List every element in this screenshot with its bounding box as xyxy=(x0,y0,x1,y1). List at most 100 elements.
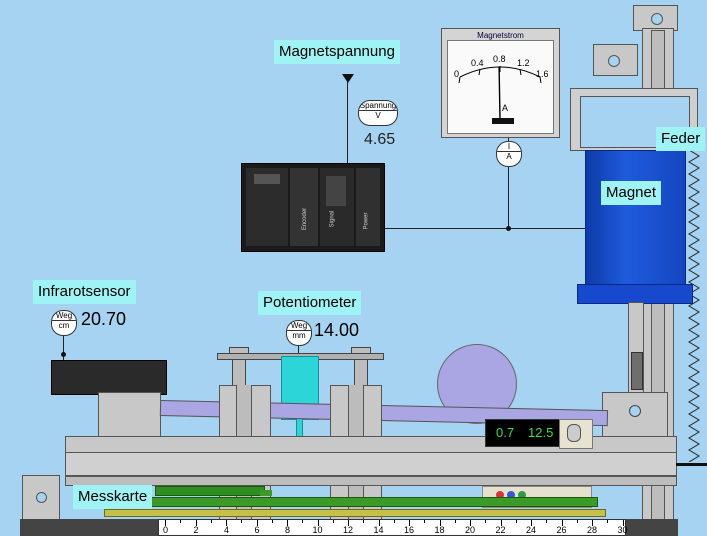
ruler-tick xyxy=(165,520,166,526)
ammeter-title: Magnetstrom xyxy=(477,31,524,40)
infrarot-sensor xyxy=(51,360,167,395)
label-magnetspannung: Magnetspannung xyxy=(274,40,400,64)
scale-label-4: 1.6 xyxy=(536,69,549,79)
ruler-label: 22 xyxy=(495,525,506,535)
ruler-minor-tick xyxy=(271,520,273,523)
feder-base xyxy=(676,463,707,466)
connector-blue-icon xyxy=(507,491,515,499)
magnet-body xyxy=(585,150,686,287)
ruler-label: 0 xyxy=(163,525,169,535)
bracket-hole-icon xyxy=(651,13,663,25)
daq-label-signal: Signal xyxy=(329,210,336,228)
meter-poti[interactable]: Weg mm xyxy=(286,320,312,346)
scale-label-2: 0.8 xyxy=(493,54,506,64)
ruler-label: 26 xyxy=(556,525,567,535)
ruler-tick xyxy=(592,520,593,526)
ruler-label: 16 xyxy=(404,525,415,535)
lcd-value-right: 12.5 xyxy=(528,425,554,440)
meter-infrarot-unit: cm xyxy=(58,321,70,330)
label-magnet: Magnet xyxy=(601,181,662,205)
ruler-label: 12 xyxy=(343,525,354,535)
meter-strom-unit: A xyxy=(506,152,512,161)
meter-strom-label: I xyxy=(497,142,521,152)
connector-green-icon xyxy=(518,491,526,499)
board-green-2 xyxy=(260,490,272,496)
rail-mid xyxy=(65,452,677,476)
label-feder: Feder xyxy=(656,127,706,151)
ammeter-panel: Magnetstrom 0 0.4 0.8 1.2 1.6 A xyxy=(441,28,560,138)
meter-spannung-unit: V xyxy=(375,111,381,120)
board-green-3 xyxy=(108,497,598,507)
ammeter-unit: A xyxy=(502,103,509,113)
ruler-minor-tick xyxy=(576,520,578,523)
connector-red-icon xyxy=(496,491,504,499)
meter-infrarot-label: Weg xyxy=(52,311,76,321)
ruler-minor-tick xyxy=(210,520,212,523)
wire-poti xyxy=(298,340,299,355)
meter-strom[interactable]: I A xyxy=(496,141,522,167)
label-potentiometer: Potentiometer xyxy=(258,291,362,315)
ruler-label: 30 xyxy=(617,525,628,535)
ruler-tick xyxy=(256,520,258,526)
scale-label-0: 0 xyxy=(454,69,460,79)
magnet-base xyxy=(577,284,693,304)
lcd-value-left: 0.7 xyxy=(496,425,515,440)
ruler-minor-tick xyxy=(546,520,548,523)
ruler-tick xyxy=(439,520,441,526)
value-infrarot: 20.70 xyxy=(81,309,127,329)
plunger-window xyxy=(631,352,643,390)
value-spannung: 4.65 xyxy=(364,131,396,148)
ruler-tick xyxy=(622,520,624,526)
control-knob-icon xyxy=(567,424,581,442)
ruler-tick xyxy=(226,520,227,526)
daq-board: Encoder Signal Power xyxy=(241,163,385,252)
ruler-tick xyxy=(348,520,349,526)
meter-poti-label: Weg xyxy=(287,321,311,331)
infrarot-mount xyxy=(98,392,161,439)
ruler-minor-tick xyxy=(393,520,395,523)
ruler-label: 28 xyxy=(587,525,598,535)
ruler-minor-tick xyxy=(241,520,243,523)
value-poti: 14.00 xyxy=(314,320,360,340)
rail-bottom xyxy=(65,476,677,486)
wire-spannung-vertical xyxy=(347,82,348,166)
ruler-minor-tick xyxy=(515,520,517,523)
label-infrarotsensor: Infrarotsensor xyxy=(33,280,136,304)
ruler-label: 20 xyxy=(465,525,476,535)
ruler-label: 14 xyxy=(373,525,384,535)
wire-node-2 xyxy=(61,352,66,357)
ruler-label: 6 xyxy=(254,525,260,535)
side-bracket-hole-icon xyxy=(608,55,620,67)
scale-label-3: 1.2 xyxy=(517,58,530,68)
meter-spannung-label: Spannung xyxy=(359,101,397,111)
ruler-label: 4 xyxy=(224,525,230,535)
meter-infrarot[interactable]: Weg cm xyxy=(51,310,77,336)
ruler-minor-tick xyxy=(424,520,426,523)
wire-horizontal xyxy=(383,228,585,229)
daq-label-power: Power xyxy=(363,212,370,230)
meter-spannung[interactable]: Spannung V xyxy=(358,100,398,126)
ruler-label: 8 xyxy=(285,525,291,535)
board-green-1 xyxy=(155,486,265,496)
ruler-tick xyxy=(287,520,288,526)
wire-ammeter-vertical xyxy=(508,138,509,229)
ruler-minor-tick xyxy=(302,520,304,523)
ruler-minor-tick xyxy=(607,520,609,523)
ruler-tick xyxy=(500,520,502,526)
board-yellow xyxy=(104,509,606,517)
ruler-label: 18 xyxy=(434,525,445,535)
ruler-label: 24 xyxy=(526,525,537,535)
daq-label-encoder: Encoder xyxy=(302,207,309,231)
ruler-tick xyxy=(317,520,319,526)
ammeter-scale xyxy=(458,66,542,124)
wire-node xyxy=(506,226,511,231)
meter-poti-unit: mm xyxy=(292,331,306,340)
ammeter-needle xyxy=(498,66,501,120)
ruler-minor-tick xyxy=(454,520,456,523)
ruler-minor-tick xyxy=(363,520,365,523)
left-bracket xyxy=(22,475,60,521)
ruler-minor-tick xyxy=(332,520,334,523)
left-bracket-hole-icon xyxy=(36,492,47,503)
lever-pivot-icon xyxy=(629,405,641,417)
